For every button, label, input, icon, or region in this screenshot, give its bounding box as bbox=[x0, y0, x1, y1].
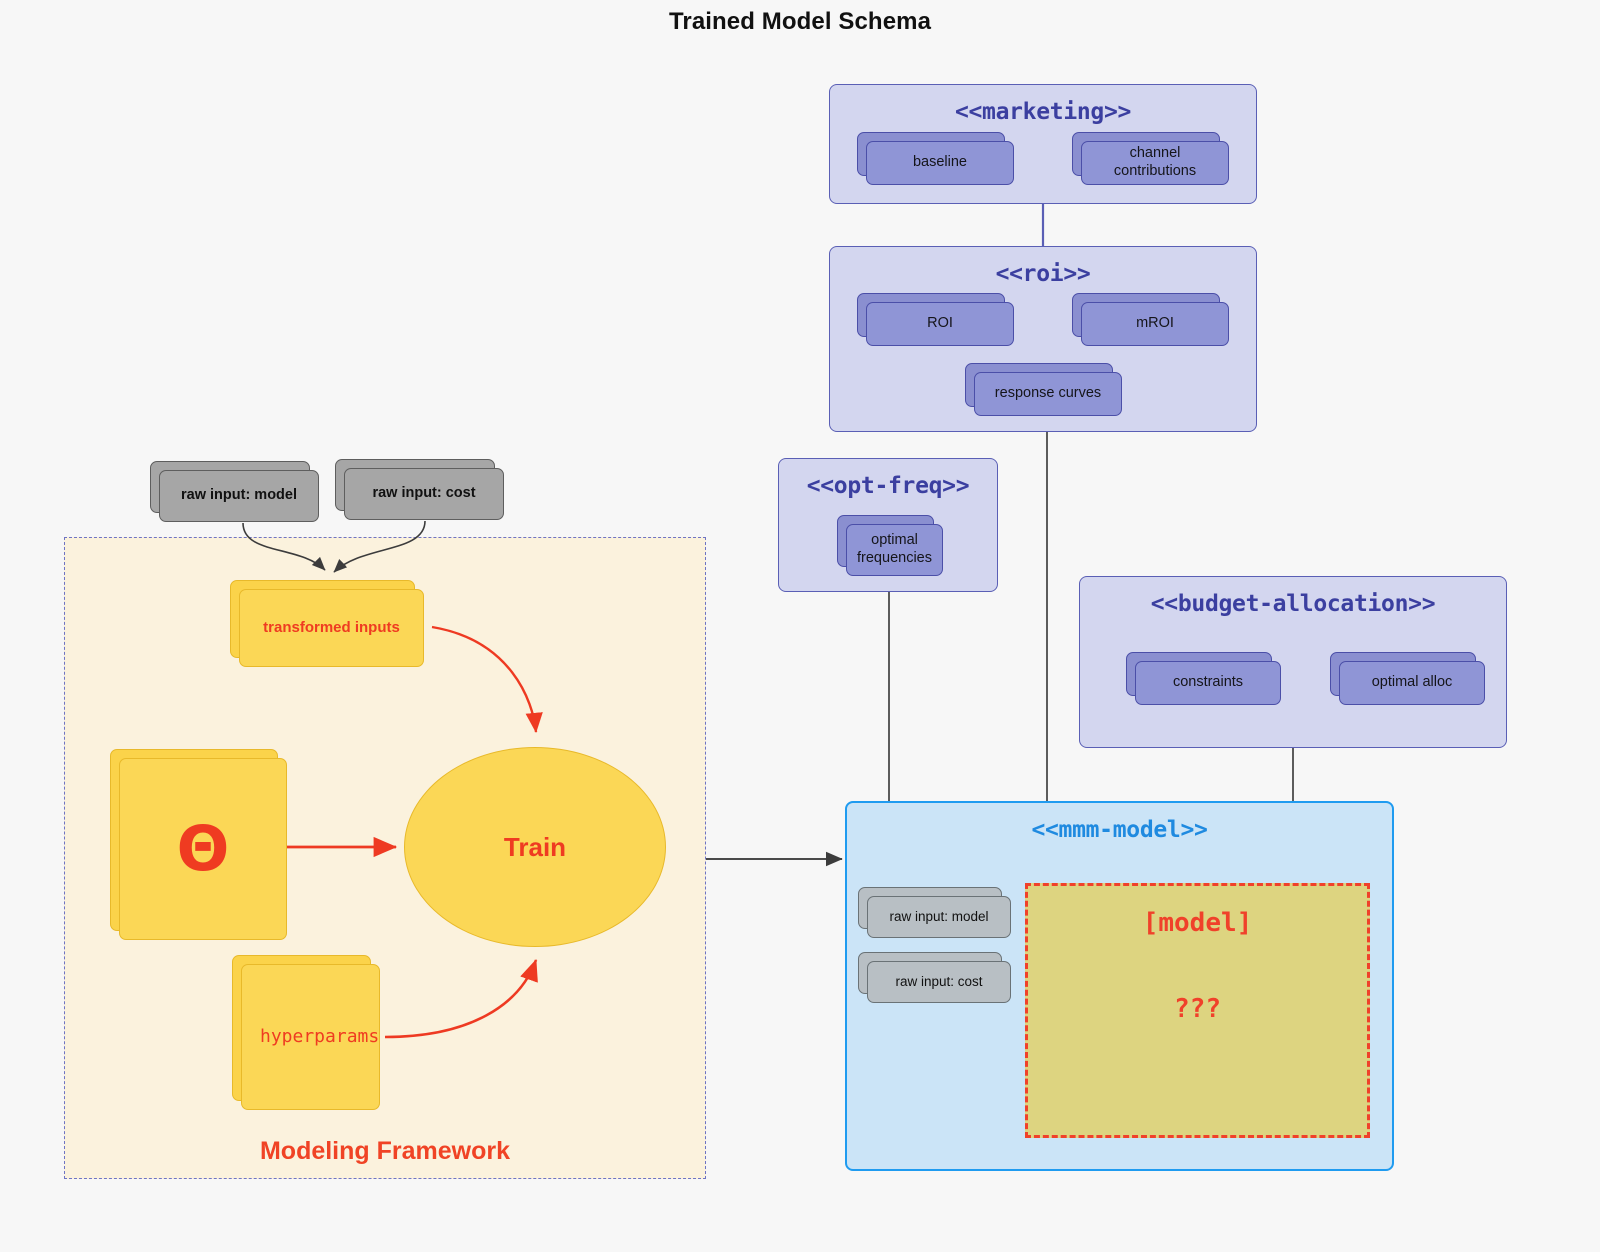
node-optimal-alloc-label: optimal alloc bbox=[1339, 661, 1485, 705]
node-mmm-raw-input-cost[interactable]: raw input: cost bbox=[858, 952, 1011, 1003]
node-constraints-label: constraints bbox=[1135, 661, 1281, 705]
model-placeholder-block[interactable]: [model] ??? bbox=[1025, 883, 1370, 1138]
package-roi-title: <<roi>> bbox=[995, 261, 1091, 287]
node-mroi[interactable]: mROI bbox=[1072, 293, 1229, 346]
node-mmm-raw-input-cost-label: raw input: cost bbox=[867, 961, 1011, 1003]
node-channel-contributions[interactable]: channel contributions bbox=[1072, 132, 1229, 185]
node-hyperparams-label: hyperparams bbox=[241, 964, 380, 1110]
node-raw-input-model-label: raw input: model bbox=[159, 470, 319, 522]
node-transformed-inputs[interactable]: transformed inputs bbox=[230, 580, 424, 667]
node-roi[interactable]: ROI bbox=[857, 293, 1014, 346]
package-budget-allocation-title: <<budget-allocation>> bbox=[1150, 591, 1436, 617]
node-mroi-label: mROI bbox=[1081, 302, 1229, 346]
node-response-curves-label: response curves bbox=[974, 372, 1122, 416]
node-baseline-label: baseline bbox=[866, 141, 1014, 185]
node-raw-input-cost-label: raw input: cost bbox=[344, 468, 504, 520]
node-theta[interactable]: Θ bbox=[110, 749, 287, 940]
node-channel-contributions-label: channel contributions bbox=[1081, 141, 1229, 185]
node-constraints[interactable]: constraints bbox=[1126, 652, 1281, 705]
node-optimal-frequencies-line1: optimal bbox=[871, 532, 918, 549]
node-baseline[interactable]: baseline bbox=[857, 132, 1014, 185]
package-opt-freq-title: <<opt-freq>> bbox=[806, 473, 970, 499]
model-placeholder-question: ??? bbox=[1174, 994, 1221, 1024]
node-optimal-frequencies-line2: frequencies bbox=[857, 550, 932, 566]
node-train-label: Train bbox=[503, 831, 567, 862]
node-transformed-inputs-label: transformed inputs bbox=[239, 589, 424, 667]
modeling-framework-label: Modeling Framework bbox=[259, 1137, 511, 1165]
node-optimal-frequencies[interactable]: optimal frequencies bbox=[837, 515, 943, 576]
node-roi-label: ROI bbox=[866, 302, 1014, 346]
node-hyperparams[interactable]: hyperparams bbox=[232, 955, 380, 1110]
page-title: Trained Model Schema bbox=[668, 8, 932, 35]
node-mmm-raw-input-model[interactable]: raw input: model bbox=[858, 887, 1011, 938]
node-train[interactable]: Train bbox=[404, 747, 666, 947]
node-mmm-raw-input-model-label: raw input: model bbox=[867, 896, 1011, 938]
node-optimal-frequencies-label: optimal frequencies bbox=[846, 524, 943, 576]
node-raw-input-cost[interactable]: raw input: cost bbox=[335, 459, 504, 520]
package-marketing-title: <<marketing>> bbox=[954, 99, 1132, 125]
node-optimal-alloc[interactable]: optimal alloc bbox=[1330, 652, 1485, 705]
node-theta-label: Θ bbox=[119, 758, 287, 940]
model-placeholder-title: [model] bbox=[1142, 908, 1253, 938]
node-response-curves[interactable]: response curves bbox=[965, 363, 1122, 416]
package-mmm-model-title: <<mmm-model>> bbox=[1031, 817, 1208, 843]
node-raw-input-model[interactable]: raw input: model bbox=[150, 461, 319, 522]
